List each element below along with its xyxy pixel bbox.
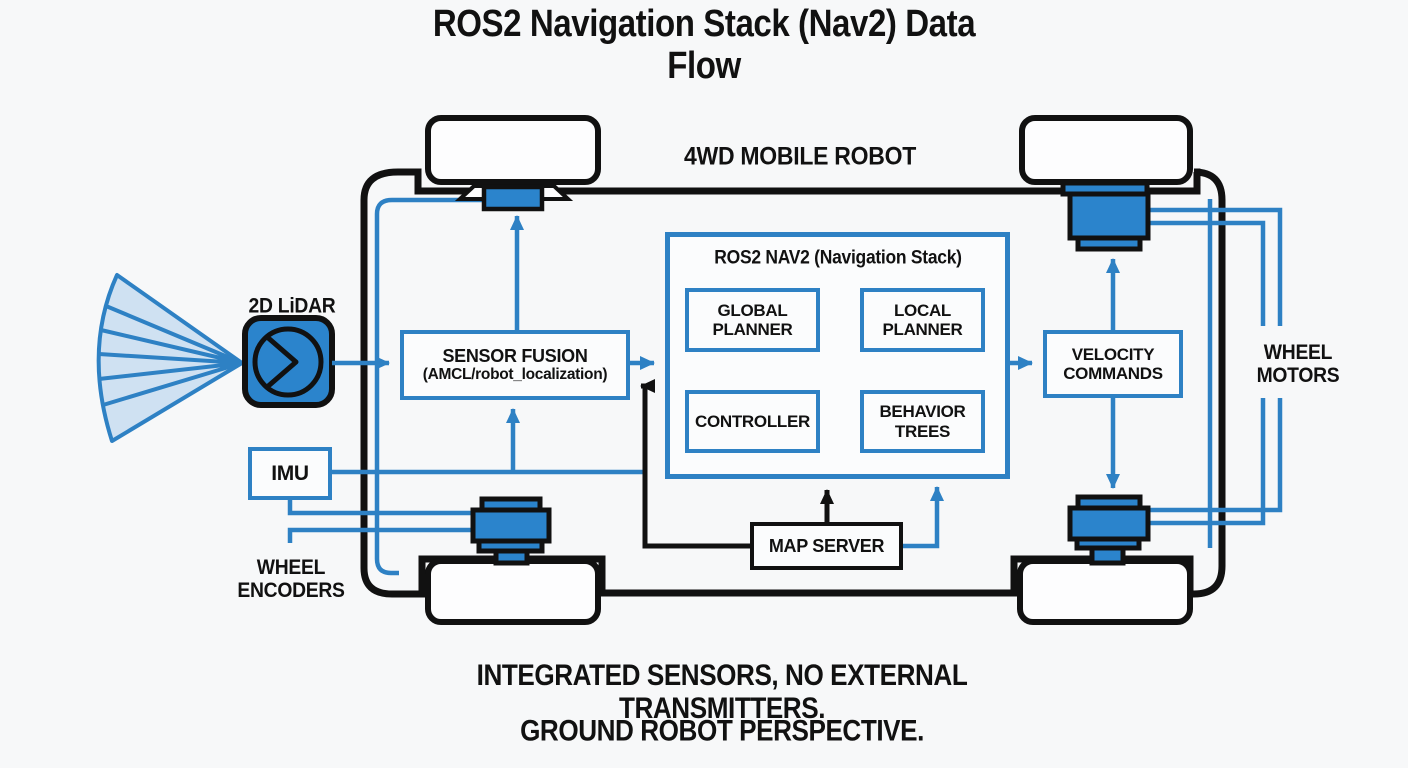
wheel-front-right xyxy=(1019,115,1193,185)
arrow-map-to-fusion xyxy=(640,379,750,549)
lidar-beam-fan-icon xyxy=(96,273,244,443)
wheel-motor-front-right-icon xyxy=(1060,180,1151,252)
global-planner-node: GLOBAL PLANNER xyxy=(685,288,820,352)
wheel-encoders-label: WHEEL ENCODERS xyxy=(237,555,345,602)
sensor-fusion-subtitle: (AMCL/robot_localization) xyxy=(422,366,608,384)
dataflow-arrows-black xyxy=(640,379,834,549)
imu-node: IMU xyxy=(248,447,332,500)
robot-label: 4WD MOBILE ROBOT xyxy=(684,142,916,171)
controller-node: CONTROLLER xyxy=(685,390,820,453)
local-planner-node: LOCAL PLANNER xyxy=(860,288,985,352)
nav2-title: ROS2 NAV2 (Navigation Stack) xyxy=(714,247,962,269)
footer-line-2: GROUND ROBOT PERSPECTIVE. xyxy=(520,714,924,748)
wheel-motor-rear-right-icon xyxy=(1067,494,1151,566)
velocity-commands-node: VELOCITY COMMANDS xyxy=(1043,330,1183,398)
sensor-fusion-title: SENSOR FUSION xyxy=(442,346,588,367)
wheel-rear-left xyxy=(425,558,601,625)
wheel-motors-label: WHEEL MOTORS xyxy=(1256,340,1340,387)
lidar-sensor-icon xyxy=(242,315,335,408)
wheel-rear-right xyxy=(1017,558,1193,625)
sensor-fusion-node: SENSOR FUSION (AMCL/robot_localization) xyxy=(400,330,630,400)
robot-chassis-outline xyxy=(360,168,1226,598)
lidar-label: 2D LiDAR xyxy=(248,294,336,318)
wheel-hub-front-left-icon xyxy=(454,184,574,212)
wheel-front-left xyxy=(425,115,601,185)
map-server-node: MAP SERVER xyxy=(750,522,903,570)
behavior-trees-node: BEHAVIOR TREES xyxy=(860,390,985,453)
arrow-map-to-nav2-right xyxy=(903,486,944,549)
page-title: ROS2 Navigation Stack (Nav2) Data Flow xyxy=(432,3,976,87)
chassis-wiring-lines xyxy=(287,197,1283,576)
wheel-encoder-rear-left-icon xyxy=(470,496,552,566)
footer-line-1: INTEGRATED SENSORS, NO EXTERNAL TRANSMIT… xyxy=(476,659,968,725)
